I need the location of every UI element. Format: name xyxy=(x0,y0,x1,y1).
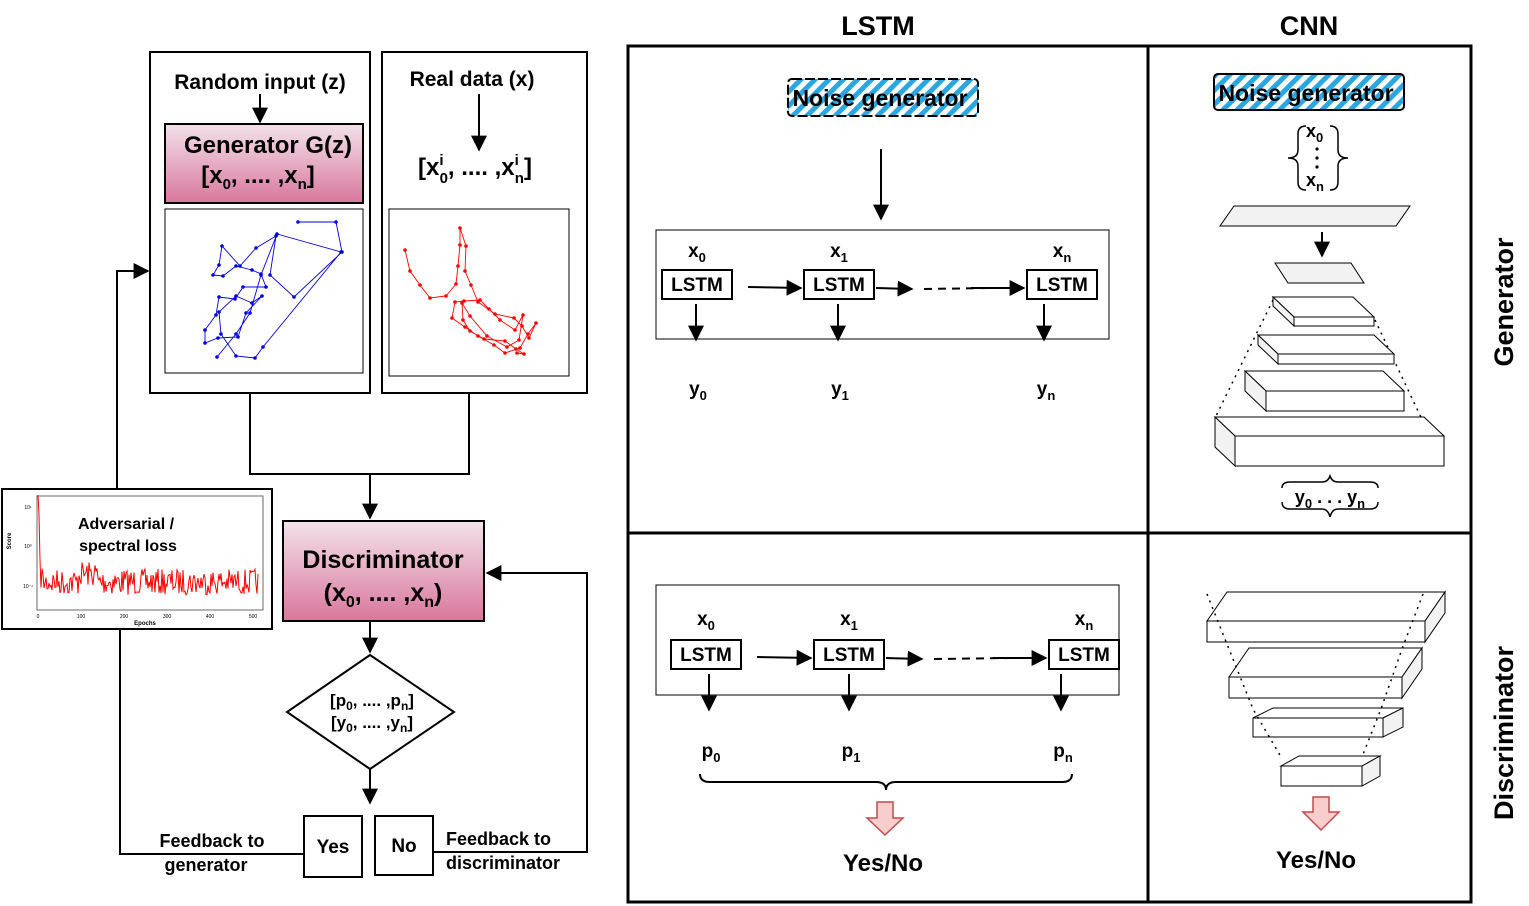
lstm-output-label: y1 xyxy=(831,379,849,403)
lstm-cell-label: LSTM xyxy=(671,275,723,296)
yes-label: Yes xyxy=(317,837,350,858)
cnn-vector-x0: x0 xyxy=(1306,121,1323,145)
loss-ylabel: Score xyxy=(7,532,13,549)
real-data-panel xyxy=(381,51,588,394)
cnn-output-vector: y0 . . . yn xyxy=(1295,487,1365,511)
lstm-cell xyxy=(803,269,875,300)
cnn-layer-block xyxy=(1234,435,1445,467)
lstm-input-label: x1 xyxy=(830,241,848,265)
lstm-input-label: x1 xyxy=(840,609,858,633)
lstm-cell xyxy=(1026,269,1098,300)
loss-xtick: 300 xyxy=(163,614,172,620)
loss-title-line2: spectral loss xyxy=(79,538,177,555)
lstm-input-label: x0 xyxy=(697,609,715,633)
lstm-output-label: y0 xyxy=(689,379,707,403)
discriminator-vector: (x0, .... ,xn) xyxy=(324,579,443,611)
cnn-layer-block xyxy=(1265,390,1405,412)
cnn-reshape-layer xyxy=(1274,262,1365,284)
discriminator-title: Discriminator xyxy=(302,546,463,574)
loss-curve xyxy=(37,494,259,596)
loss-xtick: 100 xyxy=(77,614,86,620)
noise-generator-cnn-label: Noise generator xyxy=(1218,80,1393,106)
cnn-layer-block xyxy=(1280,765,1363,787)
lstm-cell xyxy=(813,639,885,670)
lstm-output-label: p0 xyxy=(702,741,721,765)
noise-generator-lstm xyxy=(787,78,979,117)
lstm-input-label: x0 xyxy=(688,241,706,265)
down-arrow-icon xyxy=(865,801,905,837)
discriminator-box xyxy=(282,520,485,622)
decision-diamond xyxy=(285,653,456,771)
generator-title: Generator G(z) xyxy=(184,132,352,159)
decision-y-vector: [y0, .... ,yn] xyxy=(331,713,413,735)
loss-xtick: 400 xyxy=(206,614,215,620)
lstm-cell-label: LSTM xyxy=(823,645,875,666)
no-box xyxy=(374,815,434,876)
generator-panel xyxy=(149,51,371,394)
loss-ytick: 10⁻¹ xyxy=(23,584,33,590)
cnn-layer-block xyxy=(1277,353,1395,365)
cnn-layer-block xyxy=(1252,717,1384,738)
yes-box xyxy=(303,815,363,878)
row-header-discriminator: Discriminator xyxy=(1489,645,1519,820)
lstm-input-label: xn xyxy=(1075,609,1094,633)
lstm-cell-label: LSTM xyxy=(680,645,732,666)
cnn-discriminator-blocks xyxy=(1206,590,1446,787)
lstm-input-label: xn xyxy=(1053,241,1072,265)
cnn-vector-left-brace xyxy=(1287,125,1307,191)
noise-generator-lstm-label: Noise generator xyxy=(792,85,967,111)
lstm-output-brace xyxy=(699,773,1073,791)
cnn-dense-layer xyxy=(1219,205,1411,227)
decision-p-vector: [p0, .... ,pn] xyxy=(330,691,414,713)
cnn-generator-blocks xyxy=(1213,295,1446,468)
real-trajectory xyxy=(403,226,538,356)
no-label: No xyxy=(391,836,416,857)
lstm-cell xyxy=(1048,639,1120,670)
generator-vector: [x0, .... ,xn] xyxy=(201,162,315,193)
cnn-layer-block xyxy=(1293,316,1375,327)
loss-xtick: 500 xyxy=(249,614,258,620)
column-header-lstm: LSTM xyxy=(841,11,915,41)
random-input-label: Random input (z) xyxy=(174,71,345,94)
column-header-cnn: CNN xyxy=(1280,11,1339,41)
lstm-cell-label: LSTM xyxy=(1036,275,1088,296)
cnn-vector-right-brace xyxy=(1329,125,1349,191)
loss-xtick: 0 xyxy=(37,614,40,620)
loss-plot xyxy=(1,488,273,630)
architecture-grid xyxy=(626,44,1473,904)
real-data-label: Real data (x) xyxy=(410,68,535,91)
lstm-cell-label: LSTM xyxy=(813,275,865,296)
lstm-cell xyxy=(670,639,742,670)
cnn-yes-no-label: Yes/No xyxy=(1276,847,1356,874)
cnn-layer-block xyxy=(1228,676,1403,699)
lstm-output-label: yn xyxy=(1037,379,1056,403)
lstm-cell xyxy=(661,269,733,300)
loss-ytick: 10¹ xyxy=(24,505,32,511)
lstm-yes-no-label: Yes/No xyxy=(843,850,923,877)
noise-generator-cnn xyxy=(1213,73,1405,111)
cnn-vector-xn: xn xyxy=(1306,170,1324,194)
lstm-output-label: p1 xyxy=(842,741,861,765)
generator-box xyxy=(164,123,364,204)
row-header-generator: Generator xyxy=(1489,237,1519,367)
down-arrow-icon xyxy=(1301,796,1341,832)
loss-xtick: 200 xyxy=(120,614,129,620)
lstm-cell-label: LSTM xyxy=(1058,645,1110,666)
loss-ytick: 10⁰ xyxy=(24,544,32,550)
loss-title-line1: Adversarial / xyxy=(78,516,175,533)
generated-trajectory xyxy=(203,220,344,360)
lstm-output-label: pn xyxy=(1053,741,1073,765)
real-trajectory-plot xyxy=(388,208,570,377)
cnn-layer-block xyxy=(1206,620,1426,643)
loss-xlabel: Epochs xyxy=(134,621,156,627)
